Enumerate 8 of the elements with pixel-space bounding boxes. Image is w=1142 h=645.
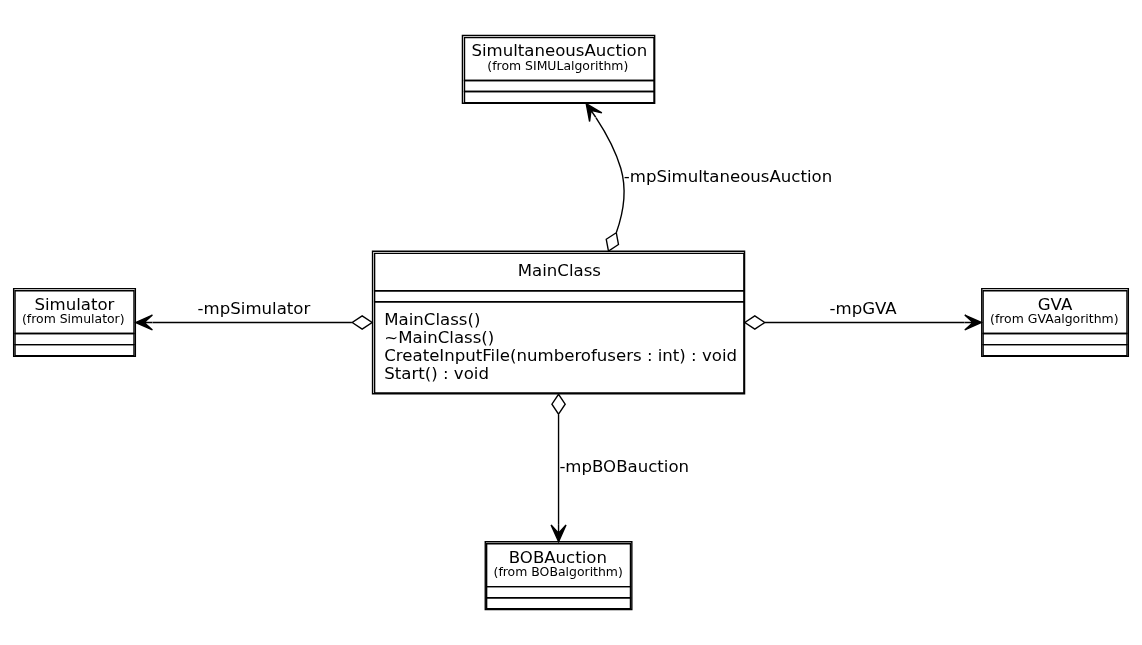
edge-label: -mpSimultaneousAuction (623, 166, 833, 186)
arrow (743, 314, 983, 331)
arrow (135, 314, 374, 331)
edge-label: -mpBOBauction (559, 457, 690, 476)
edge-label: -mpGVA (829, 298, 897, 318)
arrow (550, 393, 567, 543)
arrow (585, 102, 625, 253)
edge-label: -mpSimulator (197, 298, 311, 318)
